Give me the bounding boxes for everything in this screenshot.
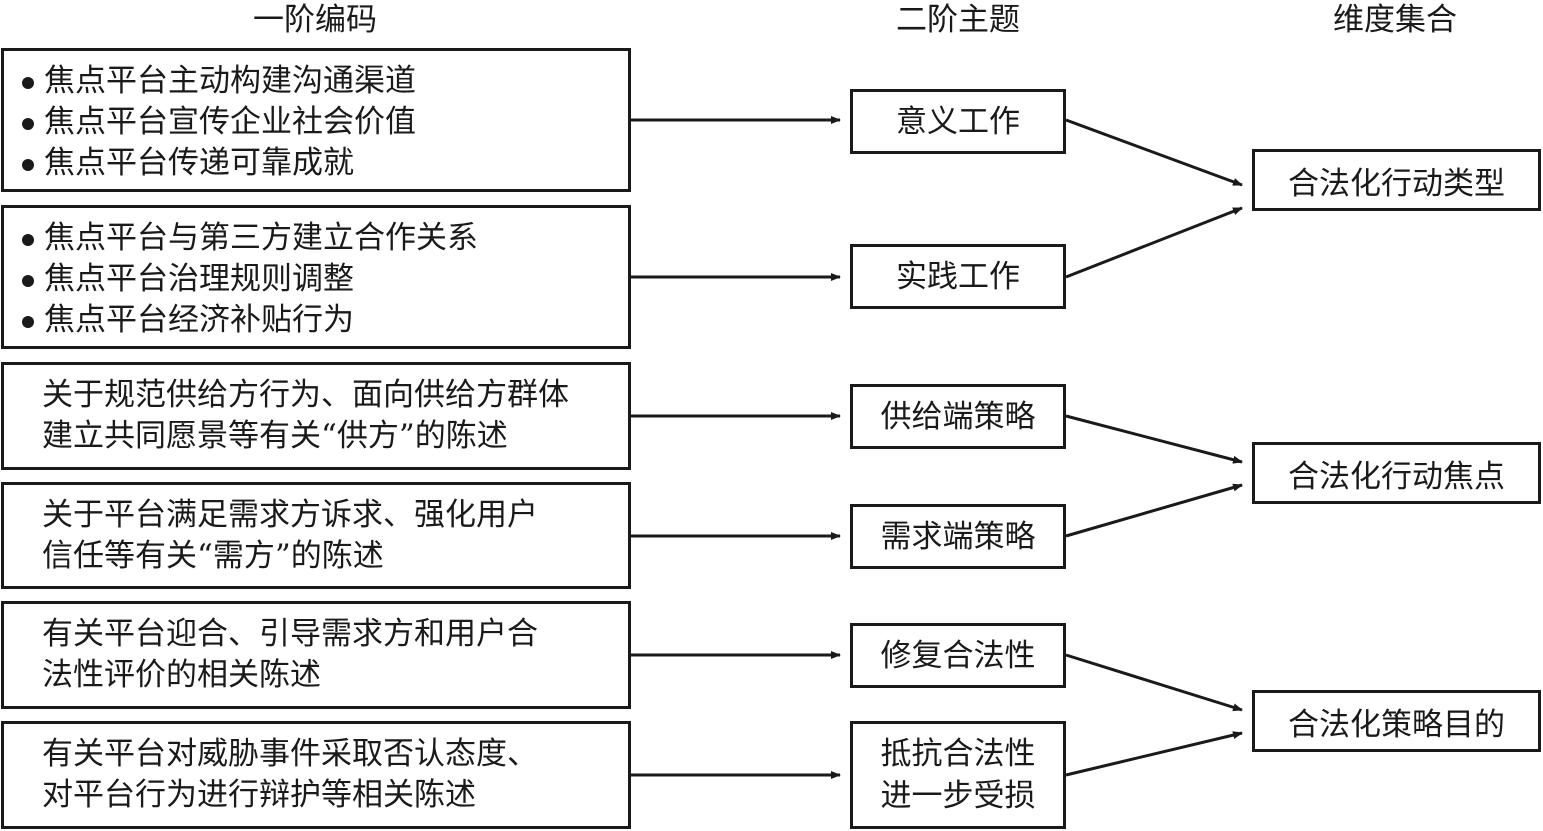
arrow-repair-to-strategy-purpose xyxy=(1065,653,1243,712)
code-statement-3: 关于规范供给方行为、面向供给方群体 建立共同愿景等有关“供方”的陈述 xyxy=(42,375,569,457)
theme-box-repair-legitimacy: 修复合法性 xyxy=(850,623,1066,688)
code-statement-6: 有关平台对威胁事件采取否认态度、 对平台行为进行辩护等相关陈述 xyxy=(42,734,538,816)
statement-line: 关于平台满足需求方诉求、强化用户 xyxy=(42,497,538,533)
code-item: 焦点平台宣传企业社会价值 xyxy=(22,104,416,140)
arrow-demand-to-action-focus xyxy=(1065,483,1243,538)
statement-line: 建立共同愿景等有关“供方”的陈述 xyxy=(42,418,508,454)
code-item: 焦点平台与第三方建立合作关系 xyxy=(22,220,478,256)
arrow-meaning-to-action-type xyxy=(1065,118,1243,187)
statement-line: 有关平台迎合、引导需求方和用户合 xyxy=(42,616,538,652)
code-item: 焦点平台传递可靠成就 xyxy=(22,145,354,181)
arrow-supply-to-action-focus xyxy=(1065,414,1243,464)
theme-label: 供给端策略 xyxy=(880,398,1036,435)
code-box-4: 关于平台满足需求方诉求、强化用户 信任等有关“需方”的陈述 xyxy=(1,482,631,589)
dimension-box-action-focus: 合法化行动焦点 xyxy=(1252,442,1541,504)
code-item: 焦点平台主动构建沟通渠道 xyxy=(22,63,416,99)
theme-label: 修复合法性 xyxy=(880,637,1036,674)
arrow-resist-to-strategy-purpose xyxy=(1065,731,1243,777)
statement-line: 法性评价的相关陈述 xyxy=(42,657,321,693)
theme-box-meaning-work: 意义工作 xyxy=(850,89,1066,154)
statement-line: 有关平台对威胁事件采取否认态度、 xyxy=(42,736,538,772)
code-box-1: 焦点平台主动构建沟通渠道 焦点平台宣传企业社会价值 焦点平台传递可靠成就 xyxy=(1,48,631,192)
code-box-3: 关于规范供给方行为、面向供给方群体 建立共同愿景等有关“供方”的陈述 xyxy=(1,362,631,470)
dimension-box-strategy-purpose: 合法化策略目的 xyxy=(1252,690,1541,752)
code-item: 焦点平台治理规则调整 xyxy=(22,261,354,297)
code-box-2: 焦点平台与第三方建立合作关系 焦点平台治理规则调整 焦点平台经济补贴行为 xyxy=(1,205,631,349)
dimension-box-action-type: 合法化行动类型 xyxy=(1252,149,1541,211)
statement-line: 关于规范供给方行为、面向供给方群体 xyxy=(42,377,569,413)
code-statement-4: 关于平台满足需求方诉求、强化用户 信任等有关“需方”的陈述 xyxy=(42,495,538,577)
theme-box-supply-strategy: 供给端策略 xyxy=(850,384,1066,449)
code-statement-5: 有关平台迎合、引导需求方和用户合 法性评价的相关陈述 xyxy=(42,614,538,696)
header-second-order: 二阶主题 xyxy=(896,2,1020,38)
code-item: 焦点平台经济补贴行为 xyxy=(22,302,354,338)
theme-label: 需求端策略 xyxy=(880,518,1036,555)
theme-label: 抵抗合法性 xyxy=(880,736,1036,772)
theme-label: 进一步受损 xyxy=(880,778,1036,814)
theme-box-resist-legitimacy: 抵抗合法性 进一步受损 xyxy=(850,721,1066,829)
code-box-5: 有关平台迎合、引导需求方和用户合 法性评价的相关陈述 xyxy=(1,601,631,709)
theme-box-demand-strategy: 需求端策略 xyxy=(850,504,1066,569)
arrow-practice-to-action-type xyxy=(1065,206,1243,279)
statement-line: 信任等有关“需方”的陈述 xyxy=(42,538,384,574)
theme-label: 意义工作 xyxy=(896,103,1020,140)
theme-box-practice-work: 实践工作 xyxy=(850,244,1066,309)
statement-line: 对平台行为进行辩护等相关陈述 xyxy=(42,777,476,813)
header-dimensions: 维度集合 xyxy=(1333,2,1457,38)
code-box-6: 有关平台对威胁事件采取否认态度、 对平台行为进行辩护等相关陈述 xyxy=(1,721,631,829)
theme-label: 实践工作 xyxy=(896,258,1020,295)
header-first-order: 一阶编码 xyxy=(253,2,377,38)
